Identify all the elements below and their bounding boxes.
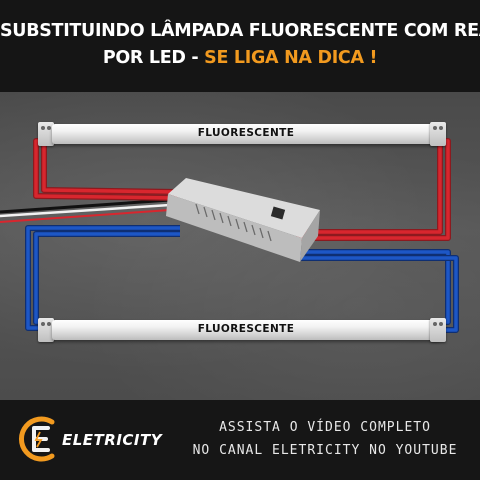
footer xyxy=(0,400,480,480)
header: SUBSTITUINDO LÂMPADA FLUORESCENTE COM RE… xyxy=(0,0,480,92)
tube-top-label: FLUORESCENTE xyxy=(197,127,295,139)
ballast-vents xyxy=(195,203,272,242)
mains-cable xyxy=(0,198,171,223)
tube-top-body: FLUORESCENTE xyxy=(52,124,440,144)
tube-top-left-endcap xyxy=(38,122,54,146)
eletricity-logo-icon xyxy=(19,416,55,462)
footer-cta-line-2: NO CANAL ELETRICITY NO YOUTUBE xyxy=(192,443,458,458)
ballast xyxy=(166,178,320,262)
tube-bottom-label: FLUORESCENTE xyxy=(197,323,295,335)
tube-bottom-body: FLUORESCENTE xyxy=(52,320,440,340)
footer-cta-line-1: ASSISTA O VÍDEO COMPLETO xyxy=(219,420,431,435)
brand-name: ELETRICITY xyxy=(62,431,163,449)
headline-line-1: SUBSTITUINDO LÂMPADA FLUORESCENTE COM RE… xyxy=(0,21,480,41)
tube-top-right-endcap xyxy=(430,122,446,146)
tube-bottom-right-endcap xyxy=(430,318,446,342)
headline-line-2-highlight: SE LIGA NA DICA ! xyxy=(204,48,378,68)
headline-line-2: POR LED - SE LIGA NA DICA ! xyxy=(0,48,480,68)
tube-bottom-left-endcap xyxy=(38,318,54,342)
neutral-wires xyxy=(25,225,459,333)
headline-line-2-white: POR LED - xyxy=(102,48,205,68)
